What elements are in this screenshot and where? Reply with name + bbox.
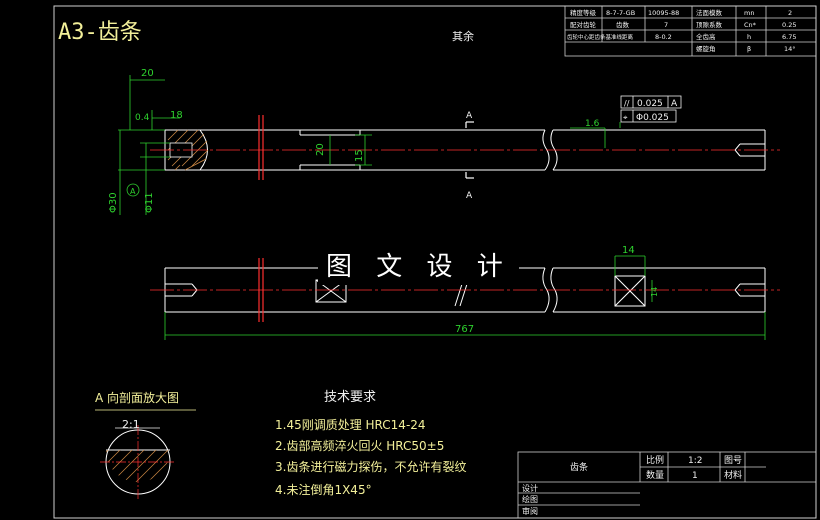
dim-phi11: Φ11 xyxy=(144,192,155,213)
rack-front-view xyxy=(118,75,780,215)
dim-20-mid: 20 xyxy=(315,143,326,156)
pt-r3-1: β xyxy=(747,45,751,53)
dim-767: 767 xyxy=(455,324,474,335)
param-table xyxy=(564,5,817,57)
tech-req-heading: 技术要求 xyxy=(324,390,377,405)
dim-14: 14 xyxy=(622,245,635,256)
dim-phi30: Φ30 xyxy=(108,192,119,213)
parallel-icon: // xyxy=(624,99,630,108)
pt-l2-0: 齿轮中心距齿条基准线距离 xyxy=(567,33,634,41)
watermark: 图 文 设 计 xyxy=(318,244,519,285)
tech-req-item: 3.齿条进行磁力探伤，不允许有裂纹 xyxy=(275,460,467,474)
pt-r2-0: 全齿高 xyxy=(696,32,716,41)
tech-req-item: 4.未注倒角1X45° xyxy=(275,483,372,497)
drawing-title: A3-齿条 xyxy=(58,20,142,45)
pt-r1-2: 0.25 xyxy=(782,21,796,29)
pt-r0-0: 法面模数 xyxy=(696,8,723,17)
section-view-a xyxy=(95,409,196,500)
position-icon: ⌖ xyxy=(623,113,628,122)
tech-req-item: 1.45刚调质处理 HRC14-24 xyxy=(275,418,426,432)
dim-18: 18 xyxy=(170,110,183,121)
tech-req-item: 2.齿部高频淬火回火 HRC50±5 xyxy=(275,439,445,453)
pt-l1-2: 7 xyxy=(664,21,668,29)
rack-side-view xyxy=(150,255,780,340)
dim-20-top: 20 xyxy=(141,68,154,79)
pt-l1-0: 配对齿轮 xyxy=(570,20,597,29)
tb-drawing-no-label: 图号 xyxy=(724,455,742,466)
tb-scale-value: 1:2 xyxy=(688,456,702,466)
section-a-bottom: A xyxy=(466,191,473,201)
tol-parallel: 0.025 xyxy=(637,99,663,109)
tb-draw: 绘图 xyxy=(522,494,538,504)
tb-scale-label: 比例 xyxy=(646,454,664,466)
pt-r3-2: 14° xyxy=(784,45,796,53)
pt-l0-1: 8-7-7-GB xyxy=(606,9,635,17)
drawing-frame xyxy=(53,5,817,519)
pt-r0-1: mn xyxy=(744,9,754,17)
pt-r3-0: 螺旋角 xyxy=(696,44,716,53)
title-block xyxy=(517,451,817,519)
section-view-scale: 2:1 xyxy=(122,418,140,431)
pt-r2-2: 6.75 xyxy=(782,33,796,41)
datum-a: A xyxy=(130,187,136,196)
pt-r1-1: Cn* xyxy=(744,21,757,29)
tb-check: 审阅 xyxy=(522,506,538,516)
tb-material-label: 材料 xyxy=(724,469,742,481)
dim-0-4: 0.4 xyxy=(135,113,150,123)
section-a-top: A xyxy=(466,111,473,121)
tb-qty-value: 1 xyxy=(692,471,698,481)
tol-position: Φ0.025 xyxy=(636,113,669,123)
tb-qty-label: 数量 xyxy=(646,469,664,481)
pt-r2-1: h xyxy=(747,33,751,41)
tol-parallel-ref: A xyxy=(671,99,678,109)
roughness-1-6: 1.6 xyxy=(585,119,600,129)
section-view-title: A 向剖面放大图 xyxy=(95,391,180,405)
pt-r0-2: 2 xyxy=(788,9,792,17)
dim-15: 15 xyxy=(354,149,365,162)
tb-design: 设计 xyxy=(522,483,538,493)
roughness-note: 其余 xyxy=(452,30,474,43)
dim-14-side: 14 xyxy=(650,287,659,297)
tb-part-name: 齿条 xyxy=(570,461,588,473)
pt-r1-0: 顶隙系数 xyxy=(696,20,723,29)
pt-l2-2: 8-0.2 xyxy=(655,33,672,41)
pt-l0-2: 10095-88 xyxy=(648,9,679,17)
pt-l0-0: 精度等级 xyxy=(570,8,597,17)
pt-l1-1: 齿数 xyxy=(616,20,630,29)
